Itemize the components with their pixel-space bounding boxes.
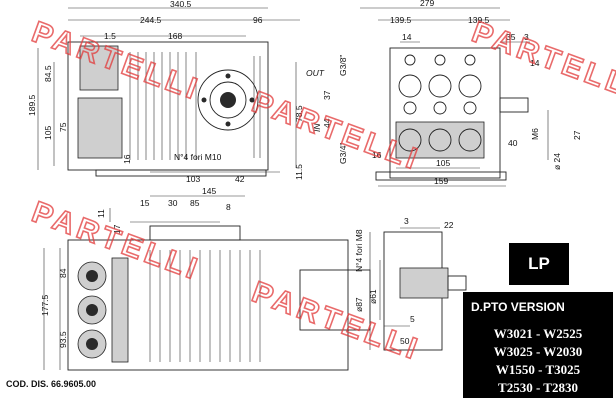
watermark-5: PARTELLI	[248, 276, 425, 367]
thread-g34: G3/4"	[338, 143, 348, 164]
dim-139-5-right: 139.5	[468, 15, 490, 25]
dim-50: 50	[400, 336, 410, 346]
dim-22: 22	[444, 220, 454, 230]
dim-phi61: ø61	[368, 289, 378, 304]
version-title: D.PTO VERSION	[471, 300, 565, 314]
dim-139-5-left: 139.5	[390, 15, 412, 25]
side-head-upper	[79, 45, 119, 91]
dim-35: 35	[506, 32, 516, 42]
dim-30: 30	[168, 198, 178, 208]
side-base-foot	[95, 169, 267, 177]
top-fins	[149, 250, 261, 362]
pto-shaft-body	[399, 267, 449, 299]
dim-93-5: 93.5	[58, 331, 68, 348]
dim-96: 96	[253, 15, 263, 25]
side-head-lower	[77, 97, 123, 159]
dim-37: 37	[322, 90, 332, 100]
top-view: 11 17 15 30 85 8 84 177.5 93.5	[40, 198, 371, 371]
dim-84-5: 84.5	[43, 65, 53, 82]
front-view: 279 139.5 139.5 14 35 3 14 G3/8" OUT IN …	[306, 0, 582, 187]
dim-11: 11	[96, 209, 106, 218]
thread-g38: G3/8"	[338, 55, 348, 76]
pto-shaft-tip	[447, 275, 467, 291]
dim-11-5: 11.5	[294, 164, 304, 180]
dim-105-front: 105	[436, 158, 450, 168]
drawing-code: COD. DIS. 66.9605.00	[6, 379, 97, 389]
dim-85: 85	[190, 198, 200, 208]
watermark-3: PARTELLI	[468, 16, 616, 107]
out-label: OUT	[306, 68, 325, 78]
dim-5: 5	[410, 314, 415, 324]
dim-340-5: 340.5	[170, 0, 192, 9]
dim-16: 16	[122, 154, 132, 164]
front-manifold	[395, 121, 485, 159]
lp-badge: LP	[509, 243, 569, 285]
dim-3: 3	[524, 32, 529, 42]
dim-75: 75	[58, 122, 68, 132]
dim-14-right: 14	[530, 58, 540, 68]
side-shaft-center	[220, 92, 236, 108]
top-manifold	[111, 257, 129, 363]
dim-3-pto: 3	[404, 216, 409, 226]
dim-244-5: 244.5	[140, 15, 162, 25]
dim-84-top: 84	[58, 268, 68, 278]
side-crank-ring	[209, 81, 247, 119]
dim-44: 44	[322, 118, 332, 128]
dim-phi24: ø 24	[552, 153, 562, 170]
top-cover	[149, 225, 241, 241]
top-dimension-lines	[43, 208, 220, 370]
version-panel: D.PTO VERSION W3021 - W2525 W3025 - W203…	[463, 292, 613, 398]
dim-177-5: 177.5	[40, 294, 50, 316]
dim-phi87: ø87	[354, 297, 364, 312]
side-dimension-lines	[37, 7, 300, 197]
pto-flange-view: N°4 fori M8 3 22 ø87 ø61 5 50	[354, 216, 467, 351]
thread-m6: M6	[530, 128, 540, 140]
front-shaft-stub	[499, 97, 529, 113]
dim-279: 279	[420, 0, 434, 8]
dim-17: 17	[112, 224, 122, 234]
dim-40: 40	[508, 138, 518, 148]
dim-78-5: 78.5	[294, 105, 304, 122]
pto-dimension-lines	[369, 227, 440, 350]
dim-8: 8	[226, 202, 231, 212]
side-cooling-fins	[129, 52, 261, 160]
model-line-1: W3021 - W2525	[493, 326, 583, 341]
dim-189-5: 189.5	[27, 94, 37, 116]
in-label: IN	[312, 123, 322, 132]
side-crank-flange	[197, 69, 259, 131]
dim-168: 168	[168, 31, 182, 41]
dim-1-5: 1.5	[104, 31, 116, 41]
dim-14-top: 14	[402, 32, 412, 42]
model-line-2: W3025 - W2030	[493, 344, 583, 359]
holes-m8-label: N°4 fori M8	[354, 229, 364, 272]
side-view: 340.5 244.5 96 1.5 168 84.5 189.5 105 75…	[27, 0, 304, 197]
front-base	[375, 171, 507, 181]
dim-105: 105	[43, 126, 53, 140]
front-dimension-lines	[360, 7, 549, 187]
dim-145: 145	[202, 186, 216, 196]
front-body-outline	[389, 47, 501, 179]
dim-159: 159	[434, 176, 448, 186]
dim-27: 27	[572, 130, 582, 140]
dim-103: 103	[186, 174, 200, 184]
dim-15: 15	[140, 198, 150, 208]
model-line-4: T2530 - T2830	[498, 380, 578, 395]
dim-16-front: 16	[372, 150, 382, 160]
holes-m10-label: N°4 fori M10	[174, 152, 222, 162]
model-line-3: W1550 - T3025	[495, 362, 581, 377]
dim-42: 42	[235, 174, 245, 184]
